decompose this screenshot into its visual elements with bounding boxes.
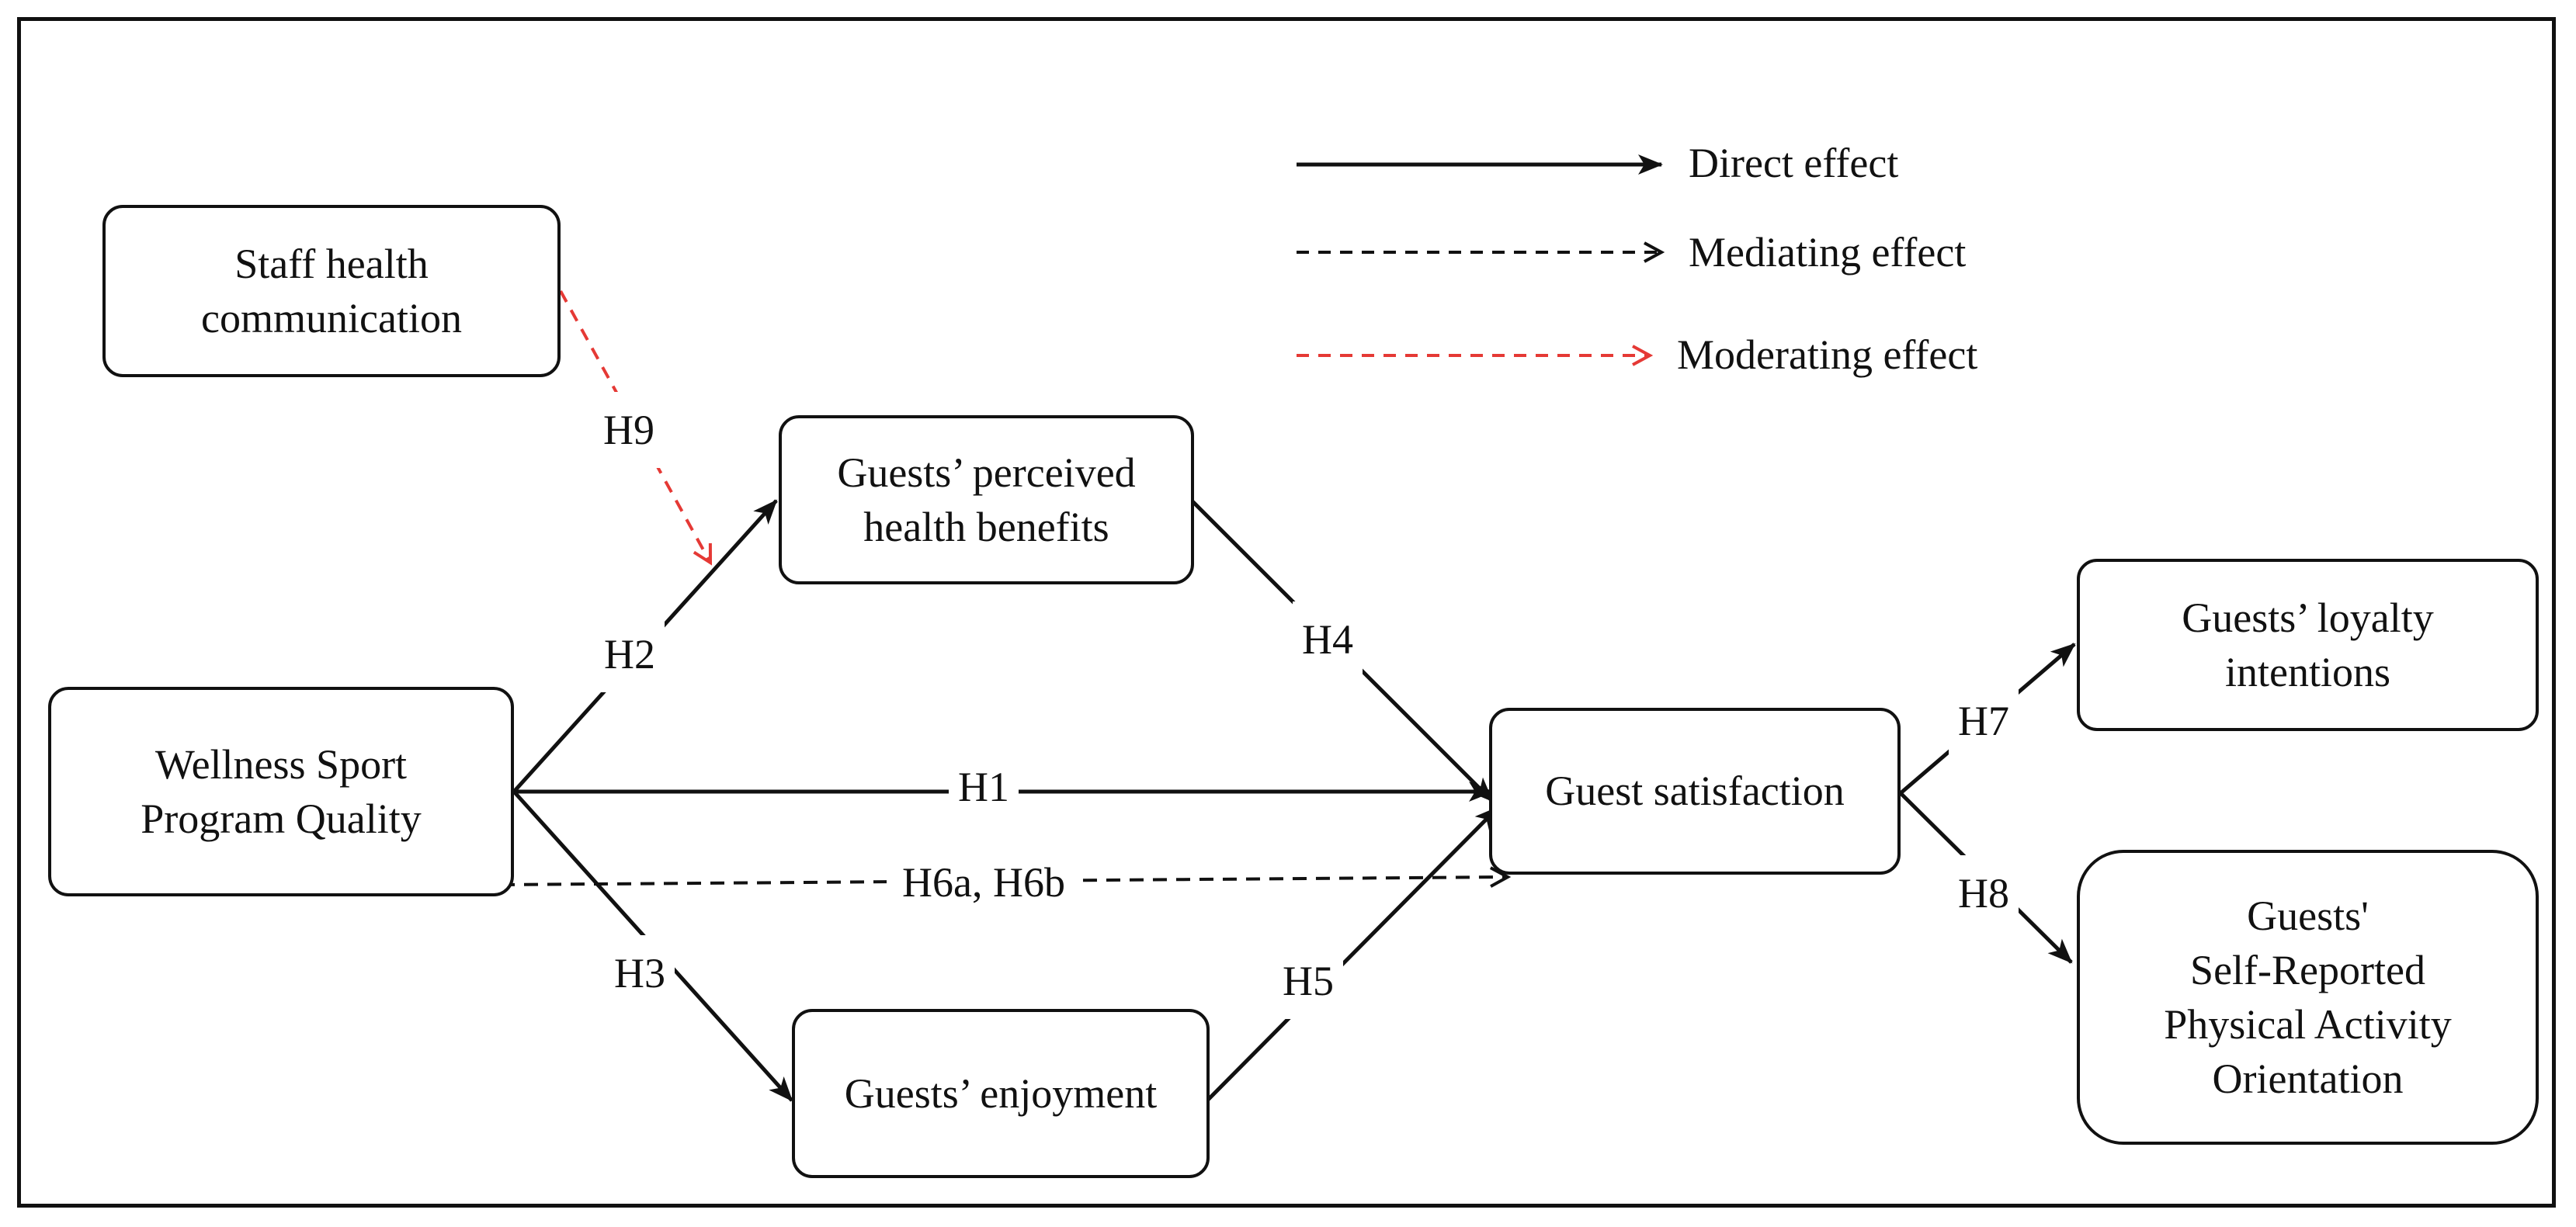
edge-h2-label: H2 — [595, 616, 665, 692]
legend-moderating-label: Moderating effect — [1677, 331, 1978, 378]
edge-h9-label: H9 — [594, 392, 664, 468]
edge-h4-label: H4 — [1293, 601, 1363, 678]
node-guest-satisfaction: Guest satisfaction — [1489, 708, 1901, 875]
node-guests-loyalty-intentions: Guests’ loyalty intentions — [2077, 559, 2539, 731]
figure-frame — [17, 17, 2556, 1208]
legend-mediating-label: Mediating effect — [1689, 229, 1967, 276]
node-physical-activity-orientation: Guests' Self-Reported Physical Activity … — [2077, 850, 2539, 1145]
legend-direct-label: Direct effect — [1689, 140, 1899, 186]
edge-h5-line — [1206, 806, 1500, 1102]
node-staff-health-communication: Staff health communication — [102, 205, 561, 377]
edge-h8-label: H8 — [1949, 855, 2019, 931]
node-perceived-health-benefits: Guests’ perceived health benefits — [779, 415, 1194, 584]
edge-h5-label: H5 — [1273, 943, 1343, 1019]
edge-h6-label: H6a, H6b — [887, 854, 1081, 911]
edge-h3-label: H3 — [605, 935, 675, 1011]
edge-h1-label: H1 — [949, 749, 1019, 825]
node-guests-enjoyment: Guests’ enjoyment — [792, 1009, 1210, 1178]
edge-h6-line — [500, 877, 1508, 885]
edge-h7-label: H7 — [1949, 683, 2019, 759]
node-wellness-sport-program-quality: Wellness Sport Program Quality — [48, 687, 514, 896]
